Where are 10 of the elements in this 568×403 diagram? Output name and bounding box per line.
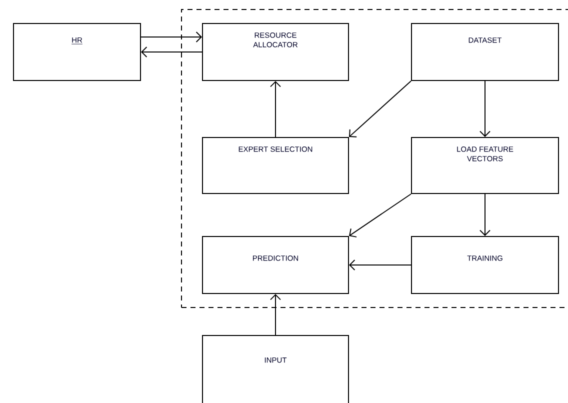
arrow [480, 194, 490, 236]
arrow [141, 46, 202, 58]
arrow [480, 80, 490, 137]
arrow [349, 194, 412, 238]
arrow [349, 80, 412, 138]
arrow [140, 32, 202, 42]
dashed-boundary [181, 9, 568, 308]
arrow [349, 260, 412, 270]
arrow [270, 81, 281, 138]
arrow [270, 294, 281, 336]
